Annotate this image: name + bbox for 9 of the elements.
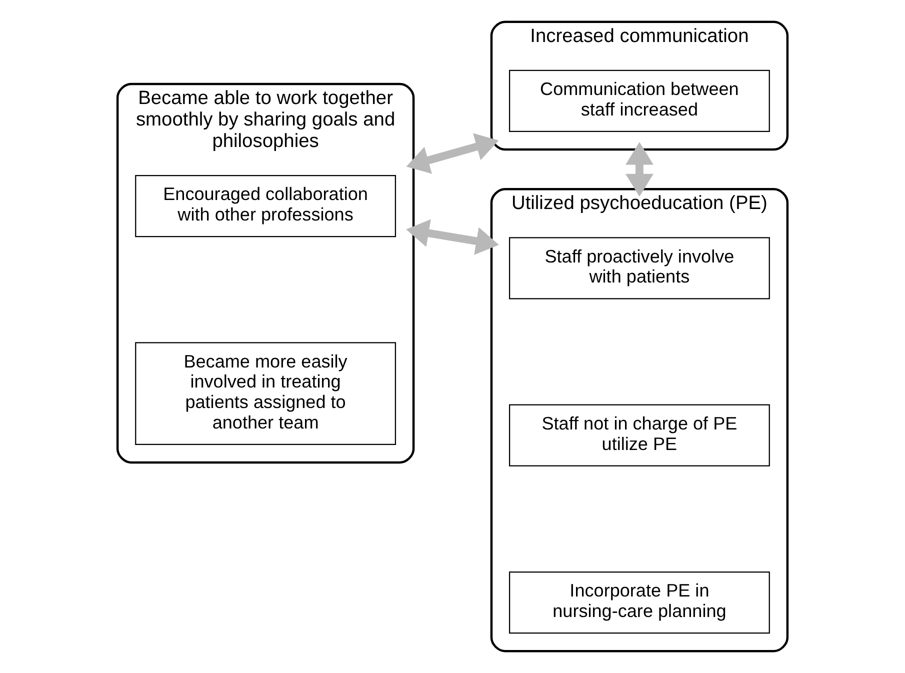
arrow xyxy=(406,133,499,174)
node-box: Communication between staff increased xyxy=(508,70,770,132)
node-box: Encouraged collaboration with other professions xyxy=(135,174,396,238)
node-box: Staff not in charge of PE utilize PE xyxy=(508,404,770,466)
arrow xyxy=(625,142,654,197)
arrow xyxy=(406,219,499,255)
node-box: Incorporate PE in nursing-care planning xyxy=(508,571,770,634)
node-box: Became more easily involved in treating patients assigned to another team xyxy=(135,342,396,445)
node-box: Staff proactively involve with patients xyxy=(508,237,770,300)
